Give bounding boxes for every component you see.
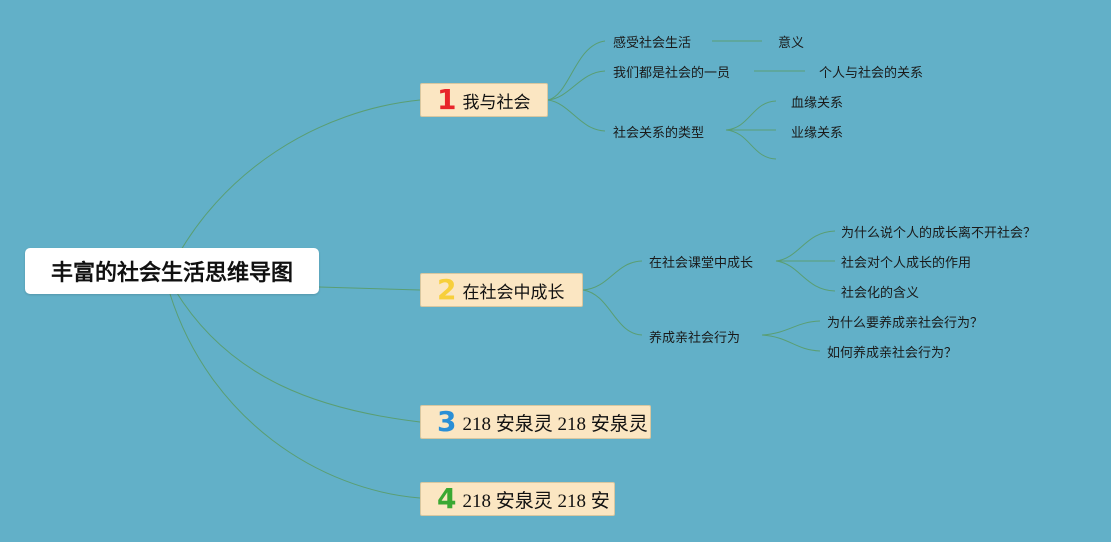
topic-blood-relation[interactable]: 血缘关系 <box>791 96 844 111</box>
link-b1-types <box>547 99 606 132</box>
link-b2-prosocial <box>582 289 643 336</box>
topic-why-prosocial[interactable]: 为什么要养成亲社会行为？ <box>827 316 984 331</box>
topic-how-prosocial[interactable]: 如何养成亲社会行为？ <box>827 346 958 361</box>
link-root-b4 <box>169 293 421 499</box>
link-b1-feel <box>547 40 606 101</box>
number-2-icon: 2 <box>437 273 457 306</box>
root-topic[interactable]: 丰富的社会生活思维导图 <box>25 248 319 294</box>
branch-3-label: 218 安泉灵 218 安泉灵 <box>462 413 648 435</box>
link-b2-classroom <box>582 260 643 291</box>
topic-individual-society-relation[interactable]: 个人与社会的关系 <box>819 66 924 81</box>
branch-3[interactable]: 3 218 安泉灵 218 安泉灵 <box>420 405 651 439</box>
link-types-blank <box>725 129 777 160</box>
link-b1-member <box>547 70 606 101</box>
root-title: 丰富的社会生活思维导图 <box>50 261 293 286</box>
topic-society-member[interactable]: 我们都是社会的一员 <box>613 66 731 81</box>
branch-2-label: 在社会中成长 <box>462 282 565 303</box>
topic-socialization-meaning[interactable]: 社会化的含义 <box>841 286 920 301</box>
link-root-b2 <box>318 286 421 291</box>
link-root-b3 <box>174 289 421 423</box>
number-3-icon: 3 <box>437 405 457 438</box>
link-types-blood <box>725 100 777 131</box>
topic-meaning[interactable]: 意义 <box>778 36 805 51</box>
branch-4-label: 218 安泉灵 218 安 <box>462 490 610 512</box>
link-classroom-why <box>775 230 836 262</box>
link-prosocial-how <box>761 334 821 352</box>
branch-4[interactable]: 4 218 安泉灵 218 安 <box>420 482 615 516</box>
topic-grow-in-classroom[interactable]: 在社会课堂中成长 <box>649 256 754 271</box>
topic-prosocial-behavior[interactable]: 养成亲社会行为 <box>649 331 741 346</box>
link-prosocial-why <box>761 320 821 336</box>
branch-1-label: 我与社会 <box>462 92 531 113</box>
topic-work-relation[interactable]: 业缘关系 <box>791 126 844 141</box>
topic-why-growth-needs-society[interactable]: 为什么说个人的成长离不开社会？ <box>841 226 1037 241</box>
link-classroom-social <box>775 260 836 292</box>
topic-society-role[interactable]: 社会对个人成长的作用 <box>841 256 972 271</box>
number-4-icon: 4 <box>437 482 457 515</box>
link-root-b1 <box>169 99 421 271</box>
topic-feel-social-life[interactable]: 感受社会生活 <box>613 36 692 51</box>
branch-2[interactable]: 2 在社会中成长 <box>420 273 583 307</box>
branch-1[interactable]: 1 我与社会 <box>420 83 548 117</box>
number-1-icon: 1 <box>437 83 457 116</box>
topic-relation-types[interactable]: 社会关系的类型 <box>613 126 705 141</box>
